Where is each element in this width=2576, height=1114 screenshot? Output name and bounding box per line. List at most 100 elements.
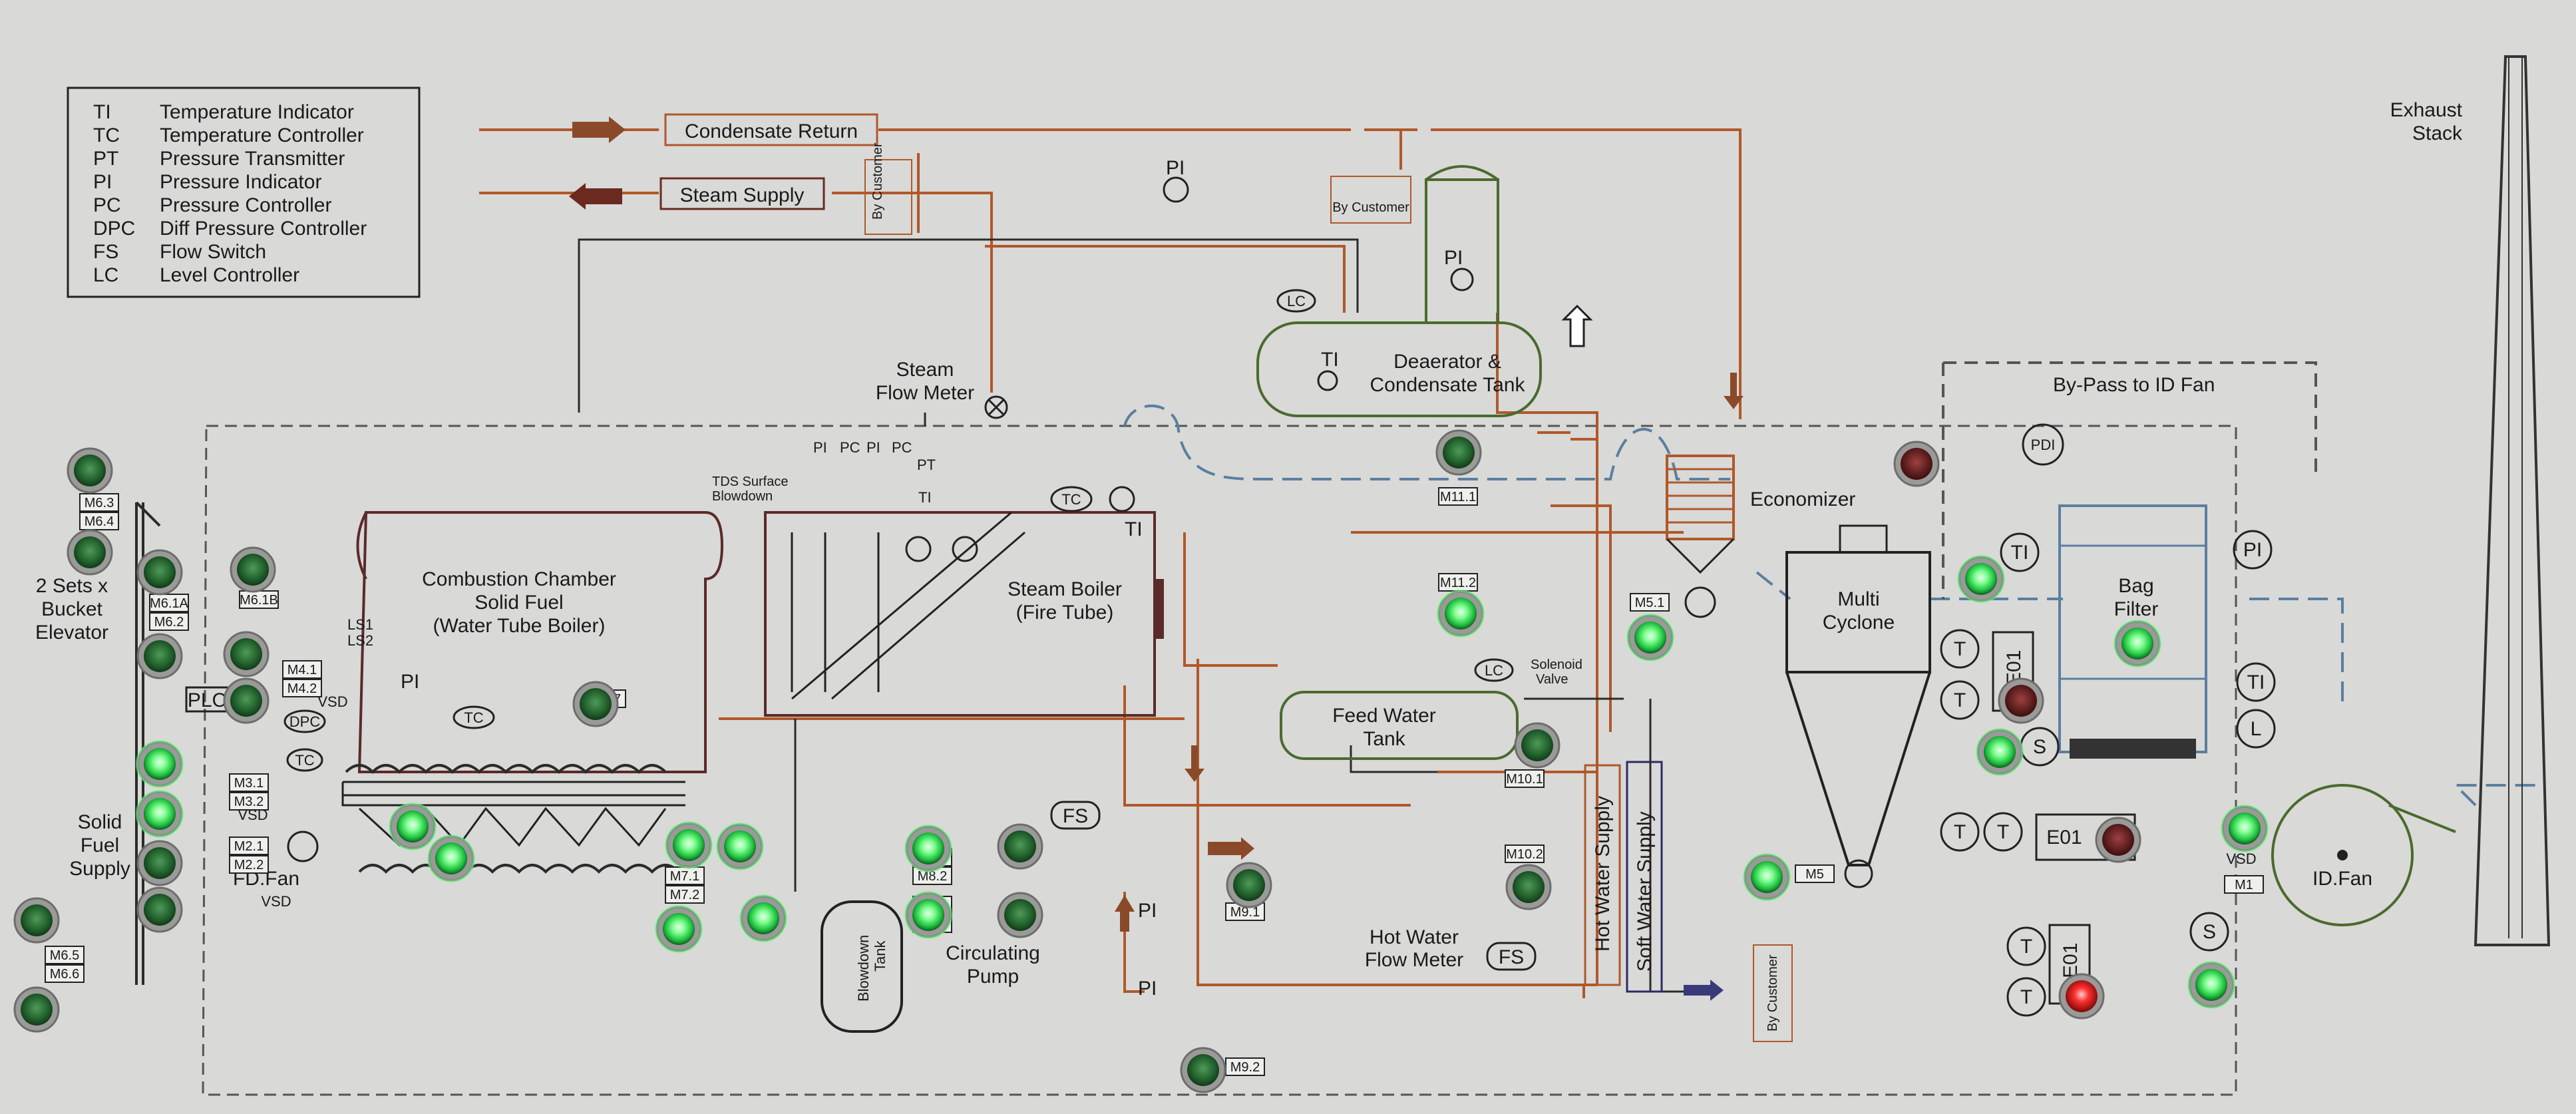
indicator-lamp: [223, 677, 270, 724]
indicator-lamp: [655, 905, 703, 953]
hot-water-flow-meter-label: Hot Water: [1370, 926, 1459, 948]
dpc-inst: DPC: [283, 709, 326, 733]
svg-text:Blowdown: Blowdown: [855, 935, 872, 1002]
svg-text:Exhaust: Exhaust: [2390, 99, 2463, 121]
motor-tag-m102: M10.2: [1505, 844, 1545, 863]
svg-text:TDS Surface: TDS Surface: [712, 474, 788, 489]
motor-tag-m61a: M6.1A: [149, 594, 189, 612]
legend-desc: Temperature Indicator: [160, 101, 354, 123]
motor-tag-m31: M3.1: [229, 773, 269, 792]
svg-text:M9.2: M9.2: [1230, 1060, 1260, 1075]
svg-text:Deaerator &: Deaerator &: [1393, 351, 1501, 373]
svg-text:Stack: Stack: [2412, 122, 2463, 144]
svg-text:Valve: Valve: [1536, 672, 1568, 687]
svg-text:T: T: [1954, 821, 1966, 843]
svg-text:VSD: VSD: [261, 893, 291, 910]
indicator-lamp: [1437, 590, 1485, 638]
svg-text:Elevator: Elevator: [35, 622, 108, 644]
svg-text:M7.2: M7.2: [670, 888, 699, 902]
exhaust-stack: Exhaust Stack: [2390, 55, 2551, 946]
stream-arrows: [569, 116, 1744, 1001]
svg-text:M5.1: M5.1: [1635, 596, 1664, 610]
svg-text:M6.4: M6.4: [85, 514, 114, 529]
svg-text:Combustion Chamber: Combustion Chamber: [422, 568, 616, 590]
svg-text:TI: TI: [1125, 518, 1143, 540]
svg-text:M5: M5: [1805, 867, 1824, 882]
svg-text:T: T: [2020, 936, 2032, 958]
svg-text:PI: PI: [866, 439, 880, 456]
svg-text:VSD: VSD: [2226, 850, 2256, 867]
indicator-lamp: [136, 886, 183, 933]
steam-boiler: Steam Boiler (Fire Tube) TI TC TI PI PC …: [712, 439, 1164, 717]
indicator-lamp: [67, 529, 113, 576]
motor-tag-m71: M7.1: [665, 866, 705, 885]
svg-text:M6.3: M6.3: [85, 496, 114, 510]
indicator-lamp: [572, 681, 619, 727]
motor-tag-m65: M6.5: [45, 946, 85, 964]
economizer: Economizer: [1666, 455, 1855, 618]
indicator-lamp: [230, 546, 276, 593]
indicator-lamp: [2221, 805, 2269, 852]
svg-text:DPC: DPC: [289, 713, 321, 730]
indicator-lamp: [2095, 817, 2141, 863]
svg-text:E01: E01: [2060, 943, 2082, 978]
indicator-lamp: [1514, 722, 1561, 769]
indicator-lamp: [1180, 1047, 1226, 1093]
indicator-lamp: [1893, 441, 1940, 487]
indicator-lamp: [904, 891, 952, 939]
bucket-elevator-label: 2 Sets x Bucket Elevator: [35, 575, 108, 644]
svg-text:M10.2: M10.2: [1506, 847, 1543, 862]
indicator-lamp: [2187, 961, 2235, 1009]
svg-text:Bucket: Bucket: [41, 598, 102, 620]
legend-code: FS: [93, 241, 118, 263]
svg-text:PI: PI: [1444, 247, 1463, 269]
combustion-chamber: Combustion Chamber Solid Fuel (Water Tub…: [341, 511, 724, 874]
by-customer-tag-1: By Customer: [864, 142, 912, 235]
svg-text:By Customer: By Customer: [1765, 954, 1780, 1031]
bypass-line: [1943, 361, 2317, 479]
indicator-lamp: [2114, 620, 2161, 667]
svg-text:M2.2: M2.2: [234, 858, 264, 872]
steam-flow-meter: Steam Flow Meter: [876, 359, 1008, 419]
indicator-lamp: [389, 803, 437, 850]
indicator-lamp: [1976, 728, 2024, 776]
legend-desc: Pressure Controller: [160, 194, 331, 216]
svg-text:PI: PI: [1138, 978, 1157, 1000]
svg-text:M8.2: M8.2: [918, 869, 947, 884]
motor-tag-m42: M4.2: [282, 679, 322, 697]
indicator-lamp: [13, 897, 60, 944]
svg-text:TC: TC: [464, 709, 483, 726]
instrument-bubble-l: L: [2236, 709, 2276, 749]
indicator-lamp: [223, 631, 270, 677]
svg-text:PC: PC: [840, 439, 860, 456]
svg-text:TI: TI: [1321, 349, 1339, 371]
svg-text:Tank: Tank: [1363, 728, 1405, 750]
id-fan: ID.Fan: [2271, 784, 2456, 926]
svg-text:LS1: LS1: [347, 616, 373, 633]
svg-text:Pump: Pump: [967, 966, 1019, 988]
svg-text:T: T: [1954, 638, 1966, 660]
indicator-lamp: [665, 821, 713, 869]
indicator-lamp: [1226, 862, 1272, 908]
motor-tag-m111: M11.1: [1438, 487, 1478, 506]
svg-text:Condensate Return: Condensate Return: [685, 120, 858, 142]
svg-text:Flow Meter: Flow Meter: [1365, 949, 1463, 971]
legend-code: PC: [93, 194, 121, 216]
svg-text:L: L: [2251, 718, 2262, 740]
legend-desc: Temperature Controller: [160, 124, 364, 146]
instrument-bubble-ti: TI: [2000, 532, 2040, 572]
svg-text:Bag: Bag: [2118, 575, 2153, 597]
svg-text:Hot Water Supply: Hot Water Supply: [1592, 796, 1614, 952]
legend-code: LC: [93, 264, 118, 286]
motor-tag-m64: M6.4: [79, 512, 119, 530]
indicator-lamp: [13, 986, 60, 1033]
svg-text:PDI: PDI: [2031, 437, 2056, 453]
svg-text:S: S: [2203, 921, 2216, 943]
legend-code: PI: [93, 171, 112, 193]
svg-text:TC: TC: [295, 752, 314, 769]
condensate-return-label: Condensate Return: [664, 113, 878, 146]
indicator-lamp: [136, 740, 184, 788]
